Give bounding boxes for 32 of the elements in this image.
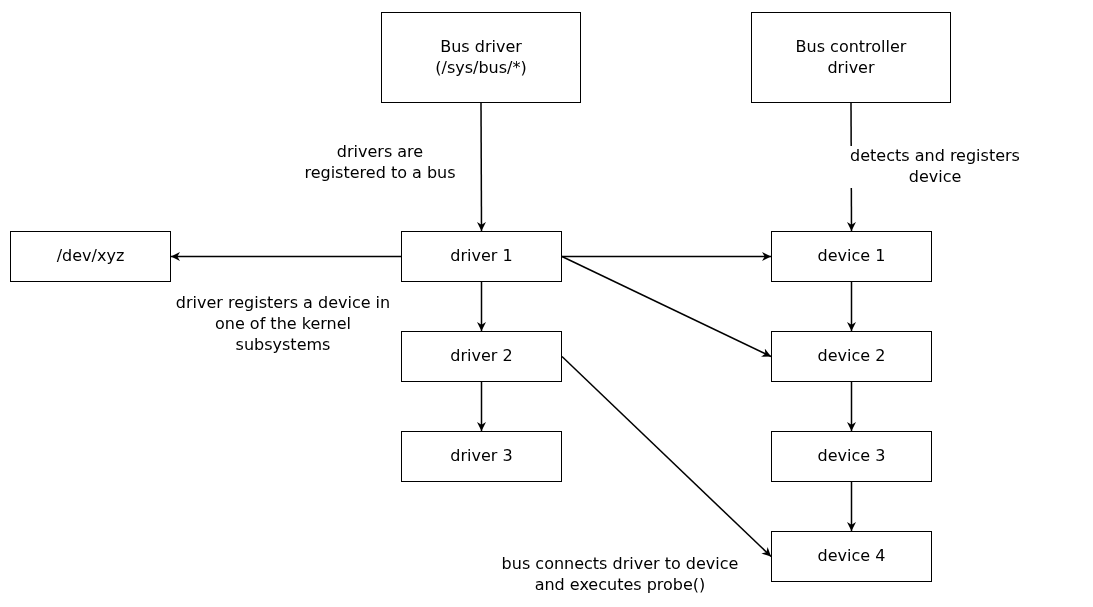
box-label: device 3 [817, 446, 886, 467]
edge-label: bus connects driver to device and executes probe() [500, 554, 740, 596]
arrow [477, 281, 486, 332]
arrow [561, 252, 772, 261]
arrow [847, 381, 856, 432]
box-label: device 1 [817, 246, 886, 267]
process-box [771, 231, 932, 282]
arrow [561, 355, 772, 558]
box-label: driver 2 [450, 346, 513, 367]
box-label: device 2 [817, 346, 886, 367]
process-box [381, 12, 581, 103]
box-label: driver 1 [450, 246, 513, 267]
process-box [771, 431, 932, 482]
box-label: Bus driver (/sys/bus/*) [434, 36, 528, 79]
process-box [401, 431, 562, 482]
box-label: device 4 [817, 546, 886, 567]
arrow [561, 255, 772, 358]
edge-label: detects and registers device [850, 146, 1020, 188]
arrow [847, 481, 856, 532]
process-box [751, 12, 951, 103]
process-box [401, 231, 562, 282]
arrow [476, 102, 486, 232]
process-box [10, 231, 171, 282]
box-label: Bus controller driver [794, 36, 908, 79]
arrow [170, 252, 402, 261]
arrow [847, 281, 856, 332]
box-label: /dev/xyz [56, 246, 125, 267]
box-label: driver 3 [450, 446, 513, 467]
arrow [477, 381, 486, 432]
process-box [401, 331, 562, 382]
process-box [771, 531, 932, 582]
process-box [771, 331, 932, 382]
